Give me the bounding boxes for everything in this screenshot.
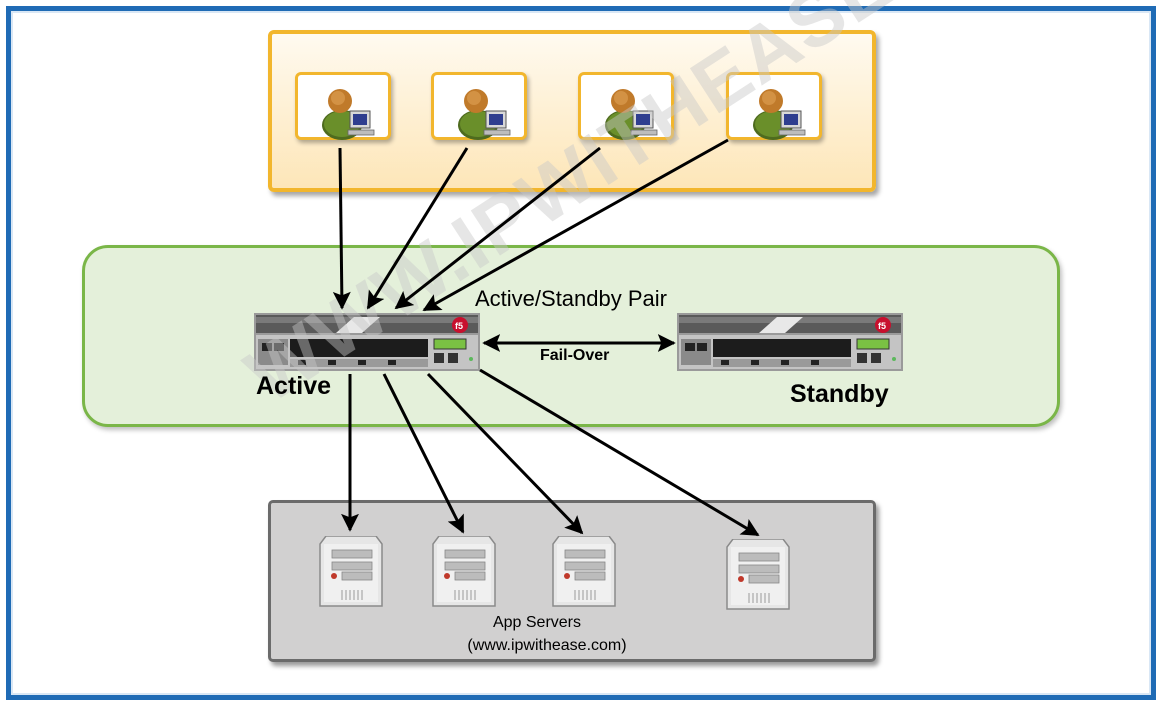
standby-label: Standby bbox=[790, 380, 889, 408]
user-computer-icon bbox=[753, 89, 806, 140]
client-2 bbox=[431, 72, 527, 140]
server-icon bbox=[726, 538, 790, 610]
svg-text:f5: f5 bbox=[878, 321, 886, 331]
arrow-active-server2 bbox=[382, 373, 465, 534]
server-icon bbox=[432, 535, 496, 607]
failover-label: Fail-Over bbox=[540, 347, 610, 364]
arrow-active-server3 bbox=[426, 372, 584, 535]
arrow-client4-active bbox=[422, 138, 729, 312]
arrow-client1-active bbox=[332, 147, 351, 310]
arrow-active-server4 bbox=[479, 368, 760, 537]
arrow-client2-active bbox=[366, 147, 469, 310]
app-server-3 bbox=[551, 535, 617, 613]
client-3 bbox=[578, 72, 674, 140]
server-icon bbox=[552, 535, 616, 607]
client-4 bbox=[726, 72, 822, 140]
app-server-2 bbox=[431, 535, 497, 613]
server-icon bbox=[319, 535, 383, 607]
app-server-1 bbox=[318, 535, 384, 613]
app-server-4 bbox=[725, 538, 791, 616]
user-computer-icon bbox=[458, 89, 511, 140]
load-balancer-icon: f5 bbox=[677, 313, 903, 371]
user-computer-icon bbox=[322, 89, 375, 140]
app-servers-site: (www.ipwithease.com) bbox=[467, 637, 627, 654]
active-load-balancer: f5 bbox=[254, 313, 480, 376]
standby-load-balancer: f5 bbox=[677, 313, 903, 376]
client-1 bbox=[295, 72, 391, 140]
svg-text:f5: f5 bbox=[455, 321, 463, 331]
app-servers-label: App Servers bbox=[492, 614, 582, 631]
arrow-client3-active bbox=[394, 146, 601, 310]
load-balancer-icon: f5 bbox=[254, 313, 480, 371]
active-label: Active bbox=[256, 372, 332, 400]
user-computer-icon bbox=[605, 89, 658, 140]
pair-label: Active/Standby Pair bbox=[475, 286, 667, 311]
